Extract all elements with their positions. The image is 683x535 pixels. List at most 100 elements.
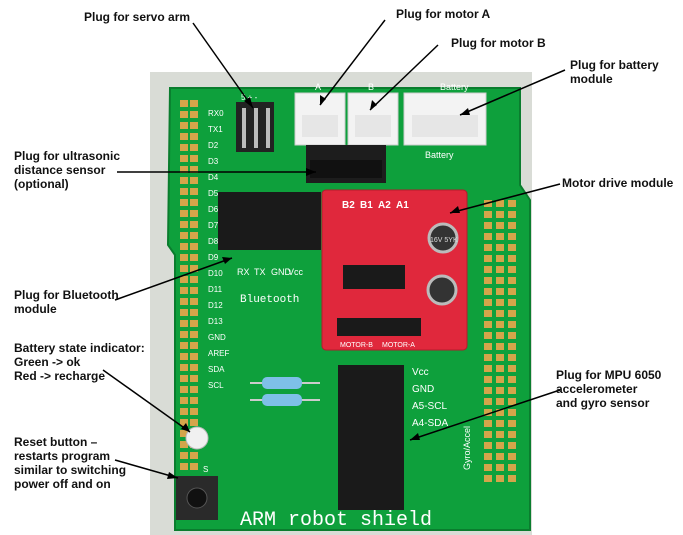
right-pin-header [484, 200, 516, 482]
left-pin-header: RX0TX1D2D3D4D5D6D7D8D9D10D11D12D13GNDARE… [180, 100, 229, 470]
header-pin [180, 287, 188, 294]
callout-motor-a: Plug for motor A [396, 7, 491, 21]
header-pin [180, 375, 188, 382]
header-pin [484, 365, 492, 372]
header-pin [190, 221, 198, 228]
header-pin [190, 243, 198, 250]
header-pin [508, 376, 516, 383]
header-pin [190, 331, 198, 338]
header-pin [508, 211, 516, 218]
left-pin-label: D10 [208, 269, 223, 278]
header-pin [508, 343, 516, 350]
left-pin-label: RX0 [208, 109, 224, 118]
callout-ultrasonic: Plug for ultrasonic distance sensor (opt… [14, 149, 121, 191]
header-pin [190, 463, 198, 470]
resistors [250, 377, 320, 406]
capacitor-text: 16V 5YK [430, 237, 458, 244]
header-pin [484, 332, 492, 339]
left-pin-label: GND [208, 333, 226, 342]
header-pin [190, 419, 198, 426]
header-pin [180, 199, 188, 206]
header-pin [484, 299, 492, 306]
header-pin [180, 463, 188, 470]
header-pin [508, 288, 516, 295]
header-pin [190, 386, 198, 393]
header-pin [190, 122, 198, 129]
left-pin-label: D7 [208, 221, 219, 230]
header-pin [496, 288, 504, 295]
arrow-battery [459, 69, 566, 116]
header-pin [190, 342, 198, 349]
header-pin [180, 309, 188, 316]
header-pin [484, 475, 492, 482]
header-pin [508, 277, 516, 284]
header-pin [180, 243, 188, 250]
reset-button[interactable]: S [176, 465, 218, 520]
header-pin [496, 266, 504, 273]
left-pin-label: D3 [208, 157, 219, 166]
header-pin [508, 442, 516, 449]
header-pin [190, 364, 198, 371]
header-pin [496, 244, 504, 251]
motor-b-silk-label: B [368, 82, 374, 92]
header-pin [190, 408, 198, 415]
header-pin [190, 309, 198, 316]
header-pin [190, 254, 198, 261]
header-pin [496, 332, 504, 339]
header-pin [180, 188, 188, 195]
header-pin [484, 255, 492, 262]
header-pin [180, 364, 188, 371]
header-pin [190, 210, 198, 217]
header-pin [508, 255, 516, 262]
left-pin-label: D9 [208, 253, 219, 262]
header-pin [180, 320, 188, 327]
header-pin [190, 199, 198, 206]
header-pin [508, 453, 516, 460]
callout-mpu: Plug for MPU 6050 accelerometer and gyro… [556, 368, 662, 410]
header-pin [508, 222, 516, 229]
callout-arrows [102, 19, 566, 479]
header-pin [180, 441, 188, 448]
header-pin [180, 122, 188, 129]
header-pin [190, 188, 198, 195]
header-pin [496, 453, 504, 460]
header-pin [180, 232, 188, 239]
arrow-motor-a [319, 19, 386, 106]
header-pin [190, 232, 198, 239]
left-pin-label: D11 [208, 285, 223, 294]
battery-silk-label-bottom: Battery [425, 150, 454, 160]
arrow-servo [192, 22, 254, 109]
header-pin [496, 464, 504, 471]
left-pin-label: AREF [208, 349, 229, 358]
header-pin [190, 375, 198, 382]
header-pin [496, 409, 504, 416]
header-pin [190, 276, 198, 283]
header-pin [180, 342, 188, 349]
left-pin-label: SDA [208, 365, 225, 374]
header-pin [190, 177, 198, 184]
header-pin [484, 453, 492, 460]
capacitor-2 [426, 274, 458, 306]
header-pin [190, 155, 198, 162]
header-pin [190, 166, 198, 173]
header-pin [180, 177, 188, 184]
header-pin [508, 431, 516, 438]
header-pin [484, 409, 492, 416]
header-pin [508, 354, 516, 361]
callout-battery-plug: Plug for battery module [570, 58, 659, 86]
header-pin [180, 452, 188, 459]
motor-a-plug: A [294, 82, 346, 146]
header-pin [508, 244, 516, 251]
left-pin-label: D5 [208, 189, 219, 198]
board-title: ARM robot shield [240, 509, 432, 532]
mpu-silk-label: Gyro/Accel [462, 426, 472, 470]
header-pin [508, 464, 516, 471]
left-pin-label: D6 [208, 205, 219, 214]
header-pin [484, 244, 492, 251]
header-pin [484, 442, 492, 449]
header-pin [496, 310, 504, 317]
header-pin [180, 100, 188, 107]
